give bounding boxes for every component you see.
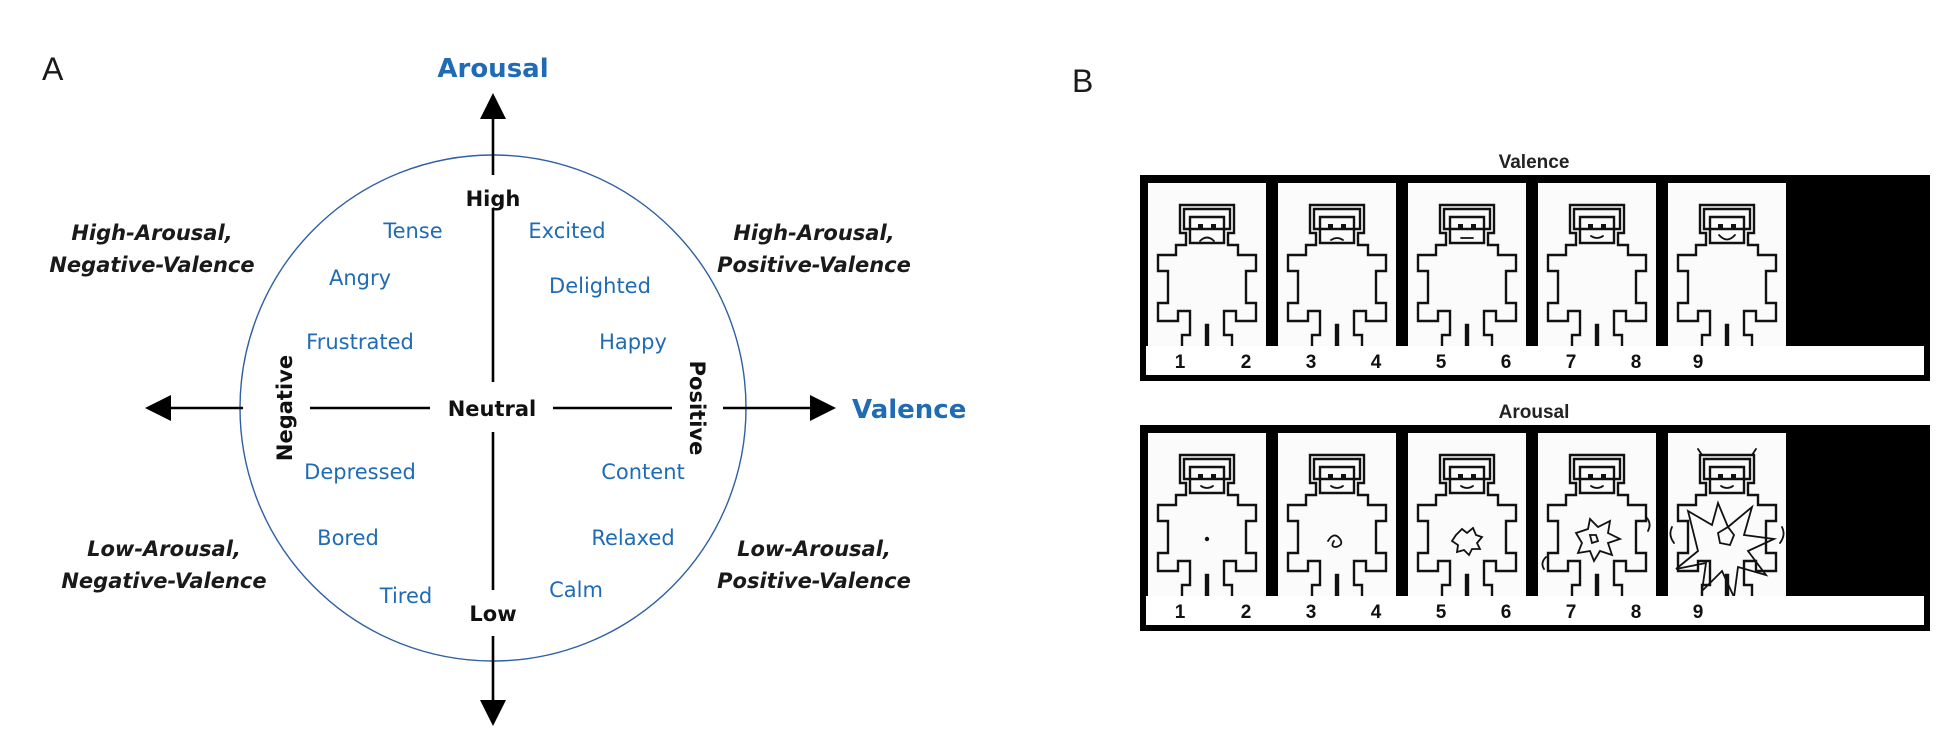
emotion-depressed: Depressed bbox=[304, 460, 416, 484]
arousal-number-8: 8 bbox=[1631, 602, 1642, 623]
emotion-delighted: Delighted bbox=[549, 274, 651, 298]
emotion-excited: Excited bbox=[528, 219, 605, 243]
arousal-manikin-5 bbox=[1668, 433, 1786, 603]
quadrant-bottom-right-line2: Positive-Valence bbox=[717, 569, 911, 593]
arousal-manikin-3 bbox=[1408, 433, 1526, 603]
emotion-happy: Happy bbox=[599, 330, 667, 354]
emotion-bored: Bored bbox=[317, 526, 379, 550]
pole-low: Low bbox=[469, 602, 516, 626]
emotion-tense: Tense bbox=[382, 219, 442, 243]
arousal-number-2: 2 bbox=[1241, 602, 1252, 623]
emotion-calm: Calm bbox=[549, 578, 603, 602]
quadrant-top-left-line2: Negative-Valence bbox=[49, 253, 254, 277]
valence-number-7: 7 bbox=[1566, 352, 1577, 373]
panel-a-label: A bbox=[42, 51, 64, 87]
quadrant-bottom-left-line1: Low-Arousal, bbox=[87, 537, 241, 561]
arousal-number-9: 9 bbox=[1693, 602, 1704, 623]
valence-manikin-2 bbox=[1278, 183, 1396, 353]
valence-numbers: 1 2 3 4 5 6 7 8 9 bbox=[1175, 352, 1704, 373]
arousal-number-3: 3 bbox=[1306, 602, 1317, 623]
valence-number-2: 2 bbox=[1241, 352, 1252, 373]
panel-b-sam-scale: B Valence 1 2 3 4 5 6 7 8 9 Arousal 1 2 3 4 5 6 7 8 9 bbox=[1060, 0, 1939, 740]
emotion-angry: Angry bbox=[329, 266, 391, 290]
circumplex-svg: A Arousal Valence High Low Neutral Negat… bbox=[42, 51, 966, 726]
pole-high: High bbox=[466, 187, 521, 211]
valence-manikins bbox=[1148, 183, 1786, 353]
valence-scale-title: Valence bbox=[1499, 152, 1570, 173]
valence-manikin-5 bbox=[1668, 183, 1786, 353]
emotion-relaxed: Relaxed bbox=[591, 526, 674, 550]
pole-positive: Positive bbox=[685, 361, 709, 456]
arousal-manikin-4 bbox=[1538, 433, 1656, 603]
arousal-manikins bbox=[1148, 433, 1786, 603]
arousal-manikin-1 bbox=[1148, 433, 1266, 603]
valence-number-6: 6 bbox=[1501, 352, 1512, 373]
arousal-scale-title: Arousal bbox=[1499, 402, 1570, 423]
pole-neutral: Neutral bbox=[448, 397, 537, 421]
valence-number-4: 4 bbox=[1371, 352, 1382, 373]
pole-negative: Negative bbox=[273, 355, 297, 461]
valence-number-1: 1 bbox=[1175, 352, 1186, 373]
emotion-frustrated: Frustrated bbox=[306, 330, 414, 354]
quadrant-top-left-line1: High-Arousal, bbox=[71, 221, 232, 245]
panel-a-circumplex: A Arousal Valence High Low Neutral Negat… bbox=[42, 51, 966, 726]
emotion-content: Content bbox=[601, 460, 685, 484]
quadrant-top-right-line2: Positive-Valence bbox=[717, 253, 911, 277]
valence-number-strip bbox=[1146, 346, 1924, 375]
valence-number-9: 9 bbox=[1693, 352, 1704, 373]
emotion-tired: Tired bbox=[379, 584, 432, 608]
quadrant-top-right-line1: High-Arousal, bbox=[733, 221, 894, 245]
quadrant-bottom-right-line1: Low-Arousal, bbox=[737, 537, 891, 561]
panel-b-label: B bbox=[1072, 63, 1093, 99]
arousal-numbers: 1 2 3 4 5 6 7 8 9 bbox=[1175, 602, 1704, 623]
arousal-axis-title: Arousal bbox=[437, 54, 548, 84]
arousal-number-5: 5 bbox=[1436, 602, 1447, 623]
arousal-manikin-2 bbox=[1278, 433, 1396, 603]
arousal-number-1: 1 bbox=[1175, 602, 1186, 623]
valence-manikin-4 bbox=[1538, 183, 1656, 353]
arousal-number-4: 4 bbox=[1371, 602, 1382, 623]
valence-number-8: 8 bbox=[1631, 352, 1642, 373]
valence-number-3: 3 bbox=[1306, 352, 1317, 373]
valence-axis-title: Valence bbox=[852, 395, 966, 425]
valence-number-5: 5 bbox=[1436, 352, 1447, 373]
quadrant-bottom-left-line2: Negative-Valence bbox=[61, 569, 266, 593]
arousal-number-strip bbox=[1146, 596, 1924, 625]
valence-manikin-3 bbox=[1408, 183, 1526, 353]
arousal-number-6: 6 bbox=[1501, 602, 1512, 623]
sam-svg: B Valence 1 2 3 4 5 6 7 8 9 Arousal 1 2 3 4 5 6 7 8 9 bbox=[1072, 63, 1930, 631]
arousal-number-7: 7 bbox=[1566, 602, 1577, 623]
valence-manikin-1 bbox=[1148, 183, 1266, 353]
